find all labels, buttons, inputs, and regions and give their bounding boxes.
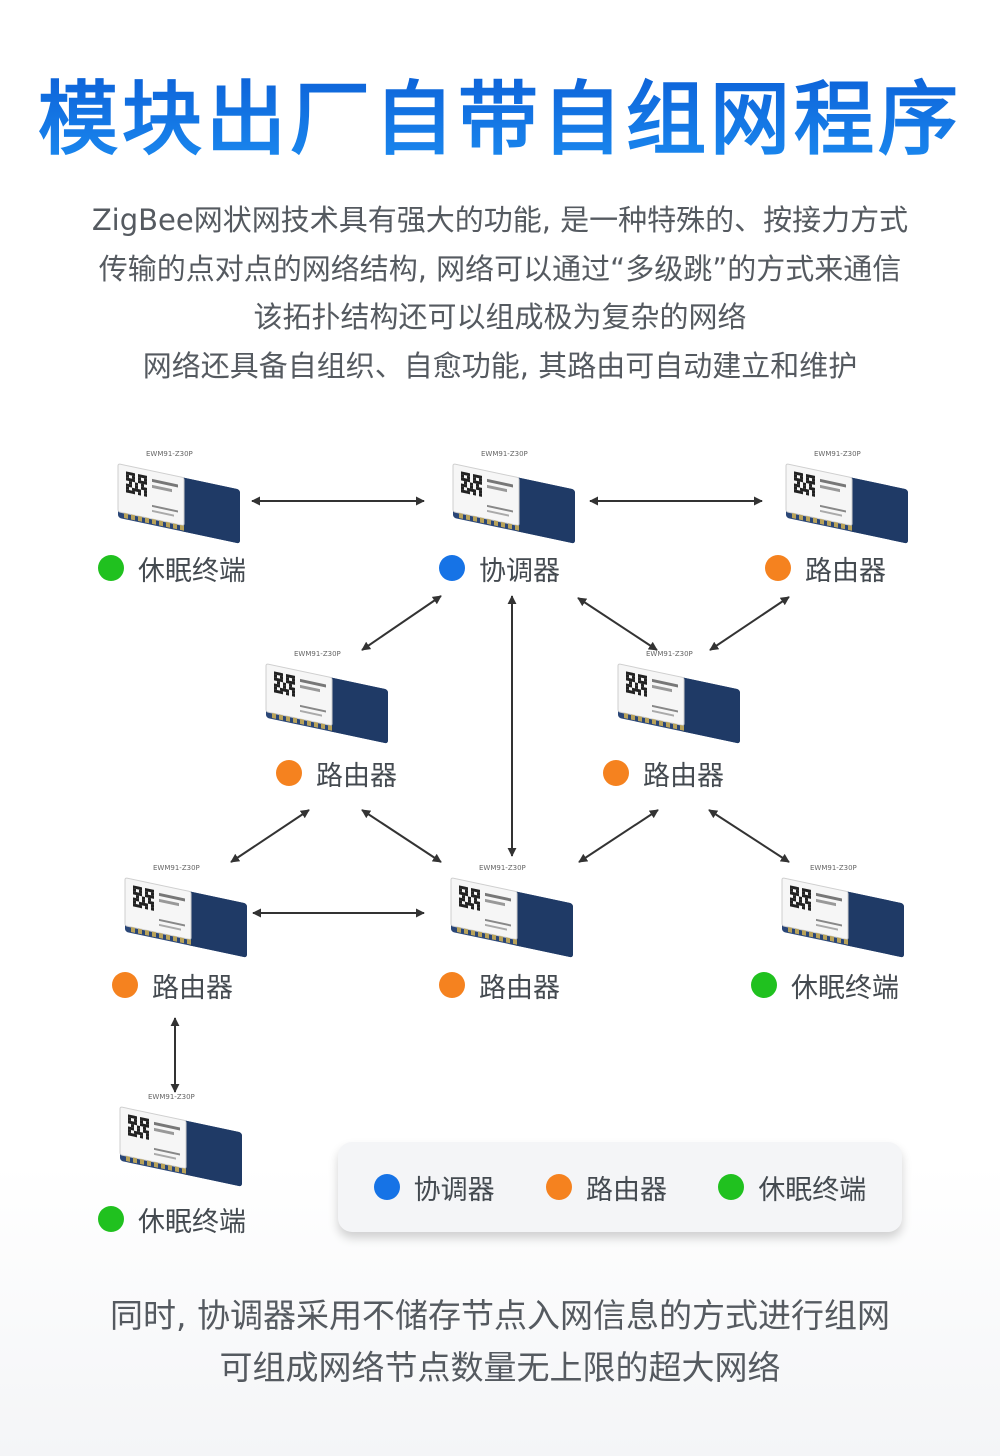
legend-label: 协调器: [413, 1174, 495, 1206]
node-label-n4: 路由器: [276, 756, 397, 792]
intro-text: ZigBee网状网技术具有强大的功能, 是一种特殊的、按接力方式 传输的点对点的…: [0, 196, 1000, 390]
node-role-text: 路由器: [479, 972, 560, 1004]
legend-item-coordinator: 协调器: [373, 1168, 495, 1207]
outro-line: 可组成网络节点数量无上限的超大网络: [219, 1348, 781, 1387]
legend-label: 休眠终端: [758, 1174, 867, 1206]
zigbee-module-n5: EWM91-Z30P: [610, 650, 750, 752]
link-arrow-n5-n7: [578, 809, 659, 863]
node-label-n5: 路由器: [603, 756, 724, 792]
router-dot-icon: [603, 760, 629, 786]
node-label-n9: 休眠终端: [98, 1202, 246, 1238]
intro-line: 网络还具备自组织、自愈功能, 其路由可自动建立和维护: [142, 348, 858, 383]
node-role-text: 路由器: [316, 760, 397, 792]
outro-line: 同时, 协调器采用不储存节点入网信息的方式进行组网: [110, 1296, 890, 1335]
node-label-n8: 休眠终端: [751, 968, 899, 1004]
link-arrow-n2-n5: [577, 597, 658, 651]
module-model-label: EWM91-Z30P: [814, 450, 861, 458]
page-title: 模块出厂自带自组网程序: [0, 72, 1000, 168]
module-model-label: EWM91-Z30P: [294, 650, 341, 658]
zigbee-module-n7: EWM91-Z30P: [443, 864, 583, 966]
node-label-n6: 路由器: [112, 968, 233, 1004]
legend-item-router: 路由器: [545, 1168, 667, 1207]
module-model-label: EWM91-Z30P: [153, 864, 200, 872]
intro-line: 该拓扑结构还可以组成极为复杂的网络: [253, 300, 747, 334]
coordinator-dot-icon: [439, 555, 465, 581]
router-dot-icon: [276, 760, 302, 786]
zigbee-module-n8: EWM91-Z30P: [774, 864, 914, 966]
link-arrow-n4-n7: [361, 809, 442, 863]
node-role-text: 路由器: [643, 760, 724, 792]
zigbee-module-n1: EWM91-Z30P: [110, 450, 250, 552]
router-dot-icon: [545, 1174, 572, 1200]
legend-item-end-device: 休眠终端: [718, 1168, 866, 1207]
link-arrow-n3-n5: [709, 596, 790, 651]
zigbee-module-n6: EWM91-Z30P: [117, 864, 257, 966]
end-device-dot-icon: [751, 972, 777, 998]
node-label-n3: 路由器: [765, 551, 886, 587]
module-model-label: EWM91-Z30P: [646, 650, 693, 658]
node-role-text: 路由器: [152, 972, 233, 1004]
link-arrow-n4-n6: [230, 809, 310, 863]
node-label-n2: 协调器: [439, 551, 560, 587]
zigbee-module-n4: EWM91-Z30P: [258, 650, 398, 752]
node-role-text: 休眠终端: [138, 555, 246, 587]
node-role-text: 休眠终端: [138, 1206, 246, 1238]
node-label-n1: 休眠终端: [98, 551, 246, 587]
module-model-label: EWM91-Z30P: [810, 864, 857, 872]
link-arrow-n2-n4: [361, 595, 442, 651]
module-model-label: EWM91-Z30P: [479, 864, 526, 872]
zigbee-module-n2: EWM91-Z30P: [445, 450, 585, 552]
intro-line: 传输的点对点的网络结构, 网络可以通过“多级跳”的方式来通信: [98, 251, 902, 286]
node-role-text: 休眠终端: [791, 972, 899, 1004]
end-device-dot-icon: [98, 1206, 124, 1232]
router-dot-icon: [112, 972, 138, 998]
coordinator-dot-icon: [373, 1174, 400, 1200]
legend-label: 路由器: [585, 1174, 667, 1206]
node-role-text: 协调器: [479, 555, 560, 587]
intro-line: ZigBee网状网技术具有强大的功能, 是一种特殊的、按接力方式: [91, 203, 909, 237]
zigbee-module-n3: EWM91-Z30P: [778, 450, 918, 552]
end-device-dot-icon: [98, 555, 124, 581]
router-dot-icon: [765, 555, 791, 581]
node-role-text: 路由器: [805, 555, 886, 587]
legend: 协调器 路由器 休眠终端: [338, 1142, 902, 1232]
link-arrow-n5-n8: [708, 809, 790, 863]
end-device-dot-icon: [718, 1174, 745, 1200]
zigbee-module-n9: EWM91-Z30P: [112, 1093, 252, 1195]
module-model-label: EWM91-Z30P: [146, 450, 193, 458]
module-model-label: EWM91-Z30P: [148, 1093, 195, 1101]
node-label-n7: 路由器: [439, 968, 560, 1004]
router-dot-icon: [439, 972, 465, 998]
module-model-label: EWM91-Z30P: [481, 450, 528, 458]
outro-text: 同时, 协调器采用不储存节点入网信息的方式进行组网 可组成网络节点数量无上限的超…: [0, 1290, 1000, 1394]
